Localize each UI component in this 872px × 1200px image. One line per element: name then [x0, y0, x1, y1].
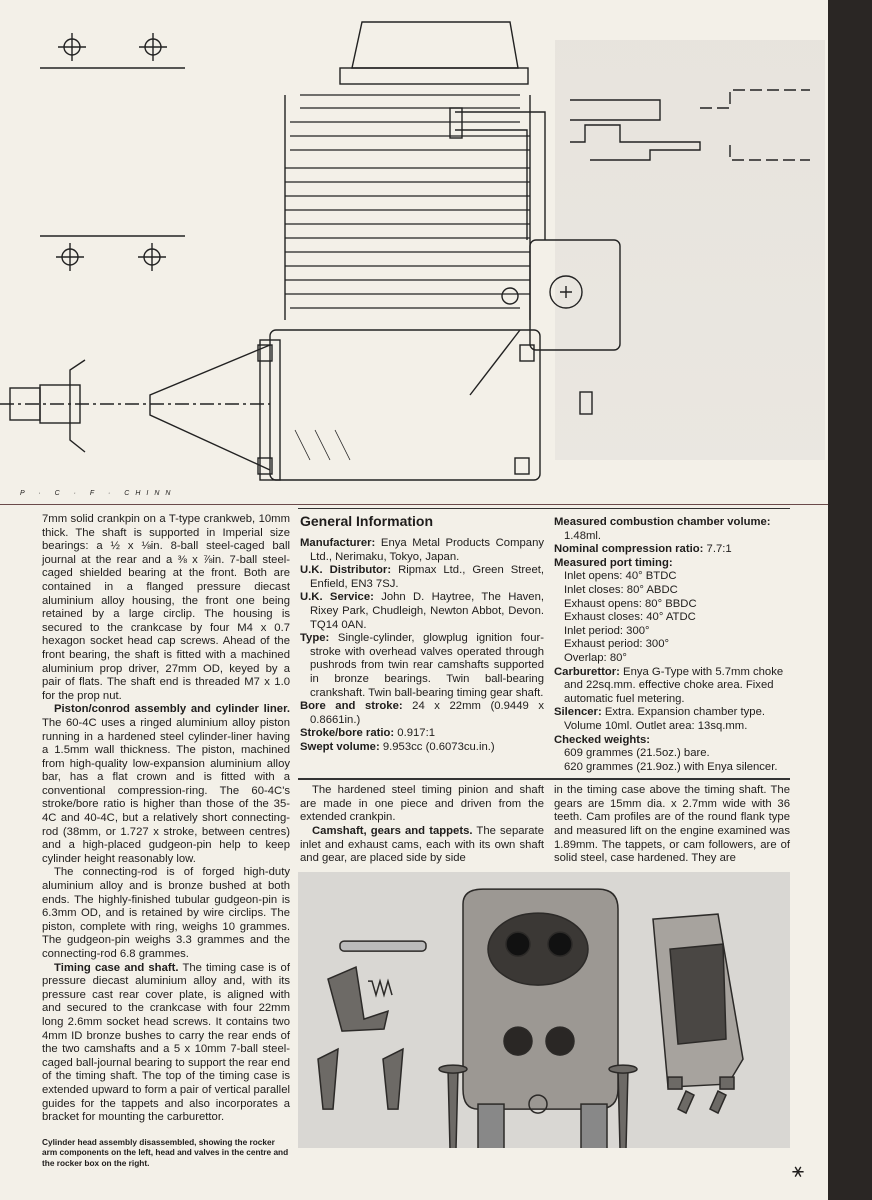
photo-caption: Cylinder head assembly disassembled, sho… [42, 1136, 289, 1168]
divider [298, 778, 790, 781]
general-info-box: General Information Manufacturer: Enya M… [298, 509, 790, 778]
section-heading: Piston/conrod assembly and cylinder line… [54, 703, 290, 716]
centre-mark-icon [58, 33, 86, 61]
spec-item: U.K. Distributor: Ripmax Ltd., Green Str… [300, 564, 544, 590]
left-area: 7mm solid crankpin on a T-type crankweb,… [42, 513, 290, 1193]
centre-mark-icon [56, 243, 84, 271]
general-info-left: General Information Manufacturer: Enya M… [300, 513, 544, 774]
paragraph: Timing case and shaft. The timing case i… [42, 962, 290, 1125]
port-timing-list: Inlet opens: 40° BTDC Inlet closes: 80° … [564, 570, 697, 664]
section-heading: Timing case and shaft. [54, 961, 179, 974]
spec-item: U.K. Service: John D. Haytree, The Haven… [300, 591, 544, 631]
general-info-title: General Information [300, 513, 434, 529]
right-column: in the timing case above the timing shaf… [554, 784, 790, 866]
left-column: 7mm solid crankpin on a T-type crankweb,… [42, 513, 290, 1125]
spec-item: Nominal compression ratio: 7.7:1 [554, 543, 732, 556]
spec-item: Checked weights: [554, 733, 651, 746]
end-mark-icon: ⚹ [792, 1160, 804, 1182]
centre-mark-icon [138, 243, 166, 271]
spec-item: Swept volume: 9.953cc (0.6073cu.in.) [300, 740, 495, 753]
spec-item: Measured port timing: [554, 556, 673, 569]
body-columns: The hardened steel timing pinion and sha… [298, 780, 790, 872]
paragraph: in the timing case above the timing shaf… [554, 784, 790, 865]
paragraph: 7mm solid crankpin on a T-type crankweb,… [42, 513, 290, 702]
spec-item: Manufacturer: Enya Metal Products Compan… [300, 537, 544, 563]
paragraph: Piston/conrod assembly and cylinder line… [42, 703, 290, 866]
spec-item: Measured combustion chamber volume: 1.48… [554, 516, 771, 542]
spec-item: Stroke/bore ratio: 0.917:1 [300, 727, 436, 740]
spec-item: Carburettor: Enya G-Type with 5.7mm chok… [554, 665, 784, 705]
spec-item: Silencer: Extra. Expansion chamber type.… [554, 706, 765, 732]
general-info-right: Measured combustion chamber volume: 1.48… [554, 513, 790, 774]
paragraph: Camshaft, gears and tappets. The separat… [300, 825, 544, 865]
centre-mark-icon [139, 33, 167, 61]
engine-cutaway-drawing [0, 21, 828, 505]
cylinder-head-photo [298, 871, 790, 1148]
divider [298, 508, 790, 509]
right-area: General Information Manufacturer: Enya M… [298, 508, 790, 1148]
paragraph-text: The 60-4C uses a ringed aluminium alloy … [42, 716, 290, 865]
weights-list: 609 grammes (21.5oz.) bare. 620 grammes … [564, 747, 778, 773]
section-heading: Camshaft, gears and tappets. [312, 825, 473, 838]
paragraph: The hardened steel timing pinion and sha… [300, 784, 544, 824]
show-through-area [555, 40, 825, 460]
spec-item: Bore and stroke: 24 x 22mm (0.9449 x 0.8… [300, 700, 544, 726]
paragraph: The connecting-rod is of forged high-dut… [42, 866, 290, 960]
illustrator-credit: P · C · F · CHINN [20, 490, 177, 497]
spec-item: Type: Single-cylinder, glowplug ignition… [300, 632, 544, 699]
middle-column: The hardened steel timing pinion and sha… [300, 784, 544, 866]
paragraph-text: The timing case is of pressure diecast a… [42, 961, 290, 1124]
scan-edge [828, 0, 872, 1200]
